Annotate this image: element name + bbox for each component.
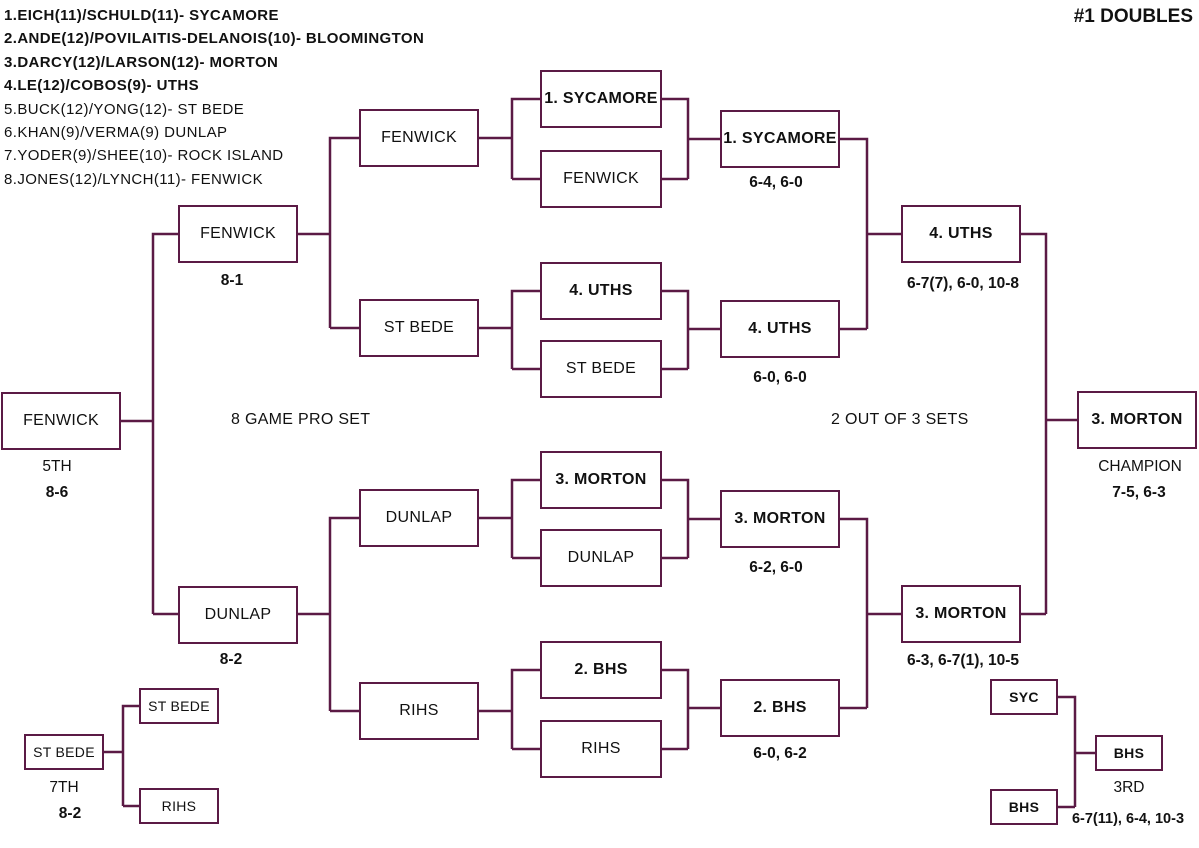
main-sf1-winner[interactable]: 4. UTHS — [901, 205, 1021, 263]
connector-cons-fenwick — [479, 97, 540, 181]
connector-qf1 — [662, 97, 720, 181]
fifth-score: 8-6 — [45, 484, 69, 501]
fifth-place-box[interactable]: FENWICK — [1, 392, 121, 450]
cons-r1-dunlap[interactable]: DUNLAP — [359, 489, 479, 547]
connector-fifth — [121, 232, 178, 616]
cons-r1-rihs[interactable]: RIHS — [359, 682, 479, 740]
cons-sf1-score: 8-1 — [220, 272, 244, 289]
connector-third — [1058, 695, 1095, 809]
seventh-winner[interactable]: ST BEDE — [24, 734, 104, 770]
main-r1-match4-top[interactable]: 2. BHS — [540, 641, 662, 699]
main-r1-match1-bottom[interactable]: FENWICK — [540, 150, 662, 208]
cons-sf2-winner[interactable]: DUNLAP — [178, 586, 298, 644]
main-qf3-winner[interactable]: 3. MORTON — [720, 490, 840, 548]
connector-cons-dunlap — [479, 478, 540, 560]
third-winner[interactable]: BHS — [1095, 735, 1163, 771]
seventh-top[interactable]: ST BEDE — [139, 688, 219, 724]
third-top[interactable]: SYC — [990, 679, 1058, 715]
main-sf2-winner[interactable]: 3. MORTON — [901, 585, 1021, 643]
connector-final — [1021, 232, 1077, 616]
main-r1-match4-bottom[interactable]: RIHS — [540, 720, 662, 778]
seventh-bottom[interactable]: RIHS — [139, 788, 219, 824]
connector-cons-stbede — [479, 289, 540, 371]
main-r1-match1-top[interactable]: 1. SYCAMORE — [540, 70, 662, 128]
main-qf3-score: 6-2, 6-0 — [749, 559, 803, 576]
main-qf2-score: 6-0, 6-0 — [753, 369, 807, 386]
main-r1-match3-top[interactable]: 3. MORTON — [540, 451, 662, 509]
third-label: 3RD — [1113, 779, 1145, 796]
connector-qf3 — [662, 478, 720, 560]
main-r1-match2-top[interactable]: 4. UTHS — [540, 262, 662, 320]
main-r1-match2-bottom[interactable]: ST BEDE — [540, 340, 662, 398]
connector-qf4 — [662, 668, 720, 751]
seed-item: 7.YODER(9)/SHEE(10)- ROCK ISLAND — [4, 147, 284, 165]
main-qf1-winner[interactable]: 1. SYCAMORE — [720, 110, 840, 168]
champion-score: 7-5, 6-3 — [1112, 484, 1166, 501]
cons-r1-st-bede[interactable]: ST BEDE — [359, 299, 479, 357]
consolation-format-note: 8 GAME PRO SET — [231, 411, 371, 428]
seed-item: 8.JONES(12)/LYNCH(11)- FENWICK — [4, 170, 263, 188]
main-qf1-score: 6-4, 6-0 — [749, 174, 803, 191]
seed-item: 1.EICH(11)/SCHULD(11)- SYCAMORE — [4, 7, 279, 24]
main-r1-match3-bottom[interactable]: DUNLAP — [540, 529, 662, 587]
cons-sf2-score: 8-2 — [219, 651, 243, 668]
seed-item: 2.ANDE(12)/POVILAITIS-DELANOIS(10)- BLOO… — [4, 30, 425, 48]
seventh-score: 8-2 — [58, 805, 82, 822]
fifth-label: 5TH — [42, 458, 72, 475]
seed-item: 4.LE(12)/COBOS(9)- UTHS — [4, 77, 200, 95]
cons-sf1-winner[interactable]: FENWICK — [178, 205, 298, 263]
seed-item: 6.KHAN(9)/VERMA(9) DUNLAP — [4, 124, 228, 142]
connector-seventh — [104, 704, 139, 808]
connector-sf2 — [840, 517, 901, 710]
connector-cons-sf1 — [298, 136, 359, 330]
connector-cons-sf2 — [298, 516, 359, 713]
third-score: 6-7(11), 6-4, 10-3 — [1071, 811, 1185, 827]
seed-item: 3.DARCY(12)/LARSON(12)- MORTON — [4, 53, 279, 71]
main-qf2-winner[interactable]: 4. UTHS — [720, 300, 840, 358]
connector-qf2 — [662, 289, 720, 371]
main-qf4-winner[interactable]: 2. BHS — [720, 679, 840, 737]
main-sf2-score: 6-3, 6-7(1), 10-5 — [907, 652, 1019, 669]
main-sf1-score: 6-7(7), 6-0, 10-8 — [907, 275, 1019, 292]
champion-box[interactable]: 3. MORTON — [1077, 391, 1197, 449]
main-qf4-score: 6-0, 6-2 — [753, 745, 807, 762]
seed-list: 1.EICH(11)/SCHULD(11)- SYCAMORE 2.ANDE(1… — [4, 4, 424, 191]
connector-sf1 — [840, 137, 901, 331]
page-title: #1 DOUBLES — [1073, 6, 1193, 27]
main-format-note: 2 OUT OF 3 SETS — [831, 411, 969, 428]
cons-r1-fenwick[interactable]: FENWICK — [359, 109, 479, 167]
champion-label: CHAMPION — [1098, 458, 1182, 475]
connector-cons-rihs — [479, 668, 540, 751]
third-bottom[interactable]: BHS — [990, 789, 1058, 825]
seventh-label: 7TH — [49, 779, 79, 796]
seed-item: 5.BUCK(12)/YONG(12)- ST BEDE — [4, 100, 245, 118]
